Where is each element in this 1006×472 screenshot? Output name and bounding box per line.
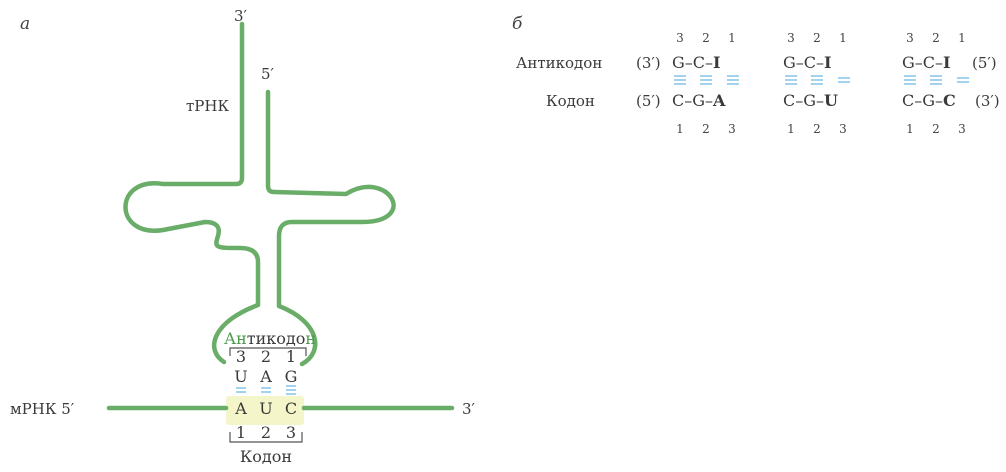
- g2-top-num-2: 2: [813, 31, 821, 45]
- g2-bot-num-2: 2: [813, 122, 821, 136]
- codon-pos-1: 1: [236, 423, 246, 442]
- panel-b-letter: б: [512, 14, 523, 34]
- codon-pos-2: 2: [261, 423, 271, 442]
- g3-top-num-2: 2: [932, 31, 940, 45]
- anticodon-base-1: U: [234, 367, 247, 386]
- pair-group-3: 3 2 1 G–C–I C–G–C 1 2 3: [902, 31, 969, 136]
- g3-codon: C–G–C: [902, 91, 956, 110]
- g3-top-num-3: 1: [958, 31, 966, 45]
- mrna-3prime-label: 3′: [462, 400, 476, 418]
- g2-top-num-3: 1: [839, 31, 847, 45]
- g1-top-num-2: 2: [702, 31, 710, 45]
- g3-bot-num-3: 3: [958, 122, 966, 136]
- codon-highlight: [226, 396, 304, 425]
- codon-base-2: U: [259, 399, 272, 418]
- g3-hbonds: [904, 75, 969, 85]
- anticodon-label: Антикодон: [224, 329, 316, 348]
- hbonds-a: [236, 385, 296, 395]
- pair-group-1: 3 2 1 G–C–I C–G–A 1 2 3: [672, 31, 739, 136]
- left-anticodon-end: (3′): [636, 54, 661, 72]
- trna-label: тРНК: [186, 97, 229, 115]
- left-codon-end: (5′): [636, 92, 661, 110]
- codon-row-label: Кодон: [546, 92, 595, 110]
- g3-top-num-1: 3: [906, 31, 914, 45]
- codon-pos-3: 3: [286, 423, 296, 442]
- g1-codon: C–G–A: [672, 91, 726, 110]
- g1-hbonds: [674, 75, 739, 85]
- anticodon-pos-3: 1: [286, 347, 296, 366]
- g2-bot-num-1: 1: [787, 122, 795, 136]
- g3-bot-num-1: 1: [906, 122, 914, 136]
- codon-base-1: A: [234, 399, 247, 418]
- mrna-label: мРНК 5′: [10, 400, 75, 418]
- g1-anticodon: G–C–I: [672, 53, 721, 72]
- panel-a-letter: а: [20, 14, 30, 34]
- g2-anticodon: G–C–I: [783, 53, 832, 72]
- anticodon-base-3: G: [285, 367, 298, 386]
- anticodon-bracket: [229, 347, 307, 356]
- g2-top-num-1: 3: [787, 31, 795, 45]
- trna-strand-3prime: [265, 89, 396, 367]
- g2-codon: C–G–U: [783, 91, 838, 110]
- g2-bot-num-3: 3: [839, 122, 847, 136]
- g1-top-num-3: 1: [728, 31, 736, 45]
- codon-bracket: [229, 432, 303, 443]
- trna-3prime-label: 3′: [234, 7, 248, 25]
- g1-top-num-1: 3: [676, 31, 684, 45]
- g2-hbonds: [785, 75, 850, 85]
- trna-strand: [123, 21, 261, 365]
- g3-bot-num-2: 2: [932, 122, 940, 136]
- codon-label: Кодон: [240, 447, 292, 466]
- g1-bot-num-2: 2: [702, 122, 710, 136]
- g1-bot-num-3: 3: [728, 122, 736, 136]
- codon-base-3: C: [285, 399, 297, 418]
- pair-group-2: 3 2 1 G–C–I C–G–U 1 2 3: [783, 31, 850, 136]
- anticodon-row-label: Антикодон: [516, 54, 602, 72]
- anticodon-pos-2: 2: [261, 347, 271, 366]
- g1-bot-num-1: 1: [676, 122, 684, 136]
- g3-anticodon: G–C–I: [902, 53, 951, 72]
- right-anticodon-end: (5′): [972, 54, 997, 72]
- right-codon-end: (3′): [975, 92, 1000, 110]
- anticodon-pos-1: 3: [236, 347, 246, 366]
- anticodon-base-2: A: [259, 367, 272, 386]
- trna-5prime-label: 5′: [261, 65, 275, 83]
